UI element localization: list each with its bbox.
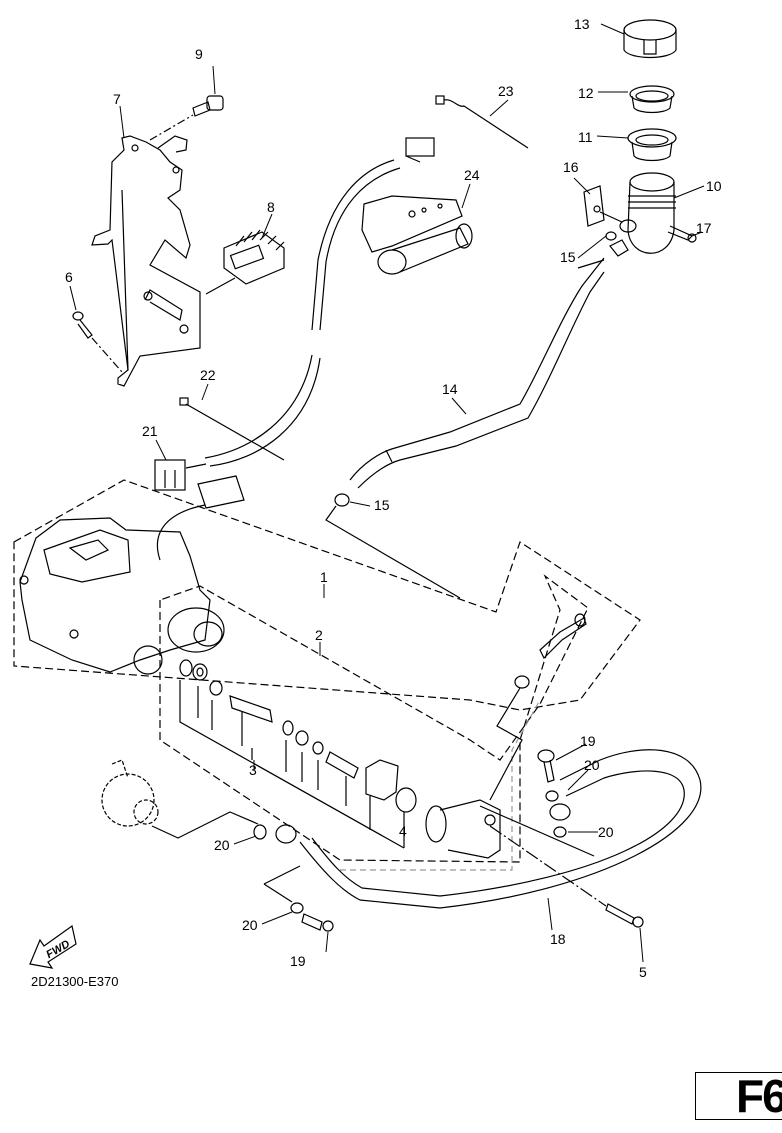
callout-15-lower: 15 (374, 497, 390, 513)
screw-part-17 (667, 225, 697, 243)
callout-16: 16 (563, 159, 579, 175)
callout-5: 5 (639, 964, 647, 980)
gasket-part-4 (365, 759, 417, 848)
callout-21: 21 (142, 423, 158, 439)
clamp-part-15-lower (325, 493, 461, 599)
release-cylinder-ghost (101, 759, 159, 827)
callout-23: 23 (498, 83, 514, 99)
callout-leaders (69, 23, 705, 963)
piston-kit-part-3 (179, 659, 405, 849)
callout-20-a: 20 (584, 757, 600, 773)
callout-19-upper: 19 (580, 733, 596, 749)
callout-24: 24 (464, 167, 480, 183)
callout-11: 11 (578, 129, 593, 145)
leader-cylinder-to-20 (151, 811, 259, 839)
hose-part-14 (349, 257, 605, 489)
regulator-part-8 (205, 229, 285, 295)
callout-10: 10 (706, 178, 722, 194)
callout-17: 17 (696, 220, 712, 236)
callout-2: 2 (315, 627, 323, 643)
banjo-bolt-part-19-upper (537, 749, 555, 783)
fwd-label: FWD (44, 938, 72, 961)
callout-19-lower: 19 (290, 953, 306, 969)
fwd-arrow-icon: FWD (29, 924, 77, 969)
clip-part-16 (583, 185, 623, 227)
bolt-part-5 (489, 825, 644, 928)
master-cylinder (425, 799, 595, 859)
callout-22: 22 (200, 367, 216, 383)
callout-20-b: 20 (598, 824, 614, 840)
page-tag: F6 (736, 1070, 782, 1122)
bolt-part-9 (149, 95, 224, 141)
callout-4: 4 (399, 823, 407, 839)
assembly-outline-1 (13, 479, 641, 711)
callout-15-upper: 15 (560, 249, 576, 265)
figure-code: 2D21300-E370 (31, 974, 119, 989)
bolt-part-6 (72, 311, 123, 373)
callout-1: 1 (320, 569, 328, 585)
hose-part-18 (275, 749, 702, 909)
plate-part-11 (627, 128, 677, 162)
callout-8: 8 (267, 199, 275, 215)
clamp-part-15-upper (605, 231, 617, 241)
callout-20-d: 20 (242, 917, 258, 933)
callout-12: 12 (578, 85, 594, 101)
callout-13: 13 (574, 16, 590, 32)
banjo-bolt-part-19-lower (263, 865, 334, 932)
assembly-outline-2 (159, 574, 589, 863)
washers-part-20 (253, 790, 567, 914)
callout-3: 3 (249, 762, 257, 778)
reservoir-part-10 (609, 172, 676, 257)
callout-14: 14 (442, 381, 458, 397)
hose-fitting (489, 613, 587, 801)
coil-part-24 (361, 195, 473, 275)
page-tag-box: F6 (695, 1070, 782, 1122)
harness-wire (154, 137, 435, 561)
callout-20-c: 20 (214, 837, 230, 853)
callout-18: 18 (550, 931, 566, 947)
reservoir-cap-part-13 (623, 19, 677, 59)
actuator-main-body (19, 517, 225, 675)
callout-labels: 1 2 3 4 5 6 7 8 9 10 11 12 13 14 15 15 1… (65, 16, 722, 980)
callout-9: 9 (195, 46, 203, 62)
assembly-outline-inner (340, 699, 541, 871)
callout-6: 6 (65, 269, 73, 285)
cable-tie-part-22 (179, 397, 285, 461)
cable-tie-part-23 (435, 95, 529, 149)
bracket-part-7 (91, 135, 201, 387)
diaphragm-part-12 (629, 85, 675, 114)
callout-7: 7 (113, 91, 121, 107)
